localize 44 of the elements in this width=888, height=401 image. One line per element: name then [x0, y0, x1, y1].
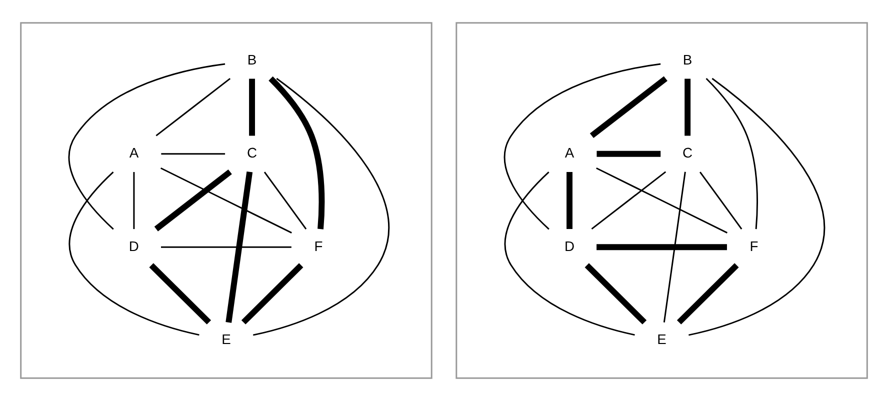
connector: [154, 169, 232, 232]
connector: [268, 76, 325, 230]
connector: [149, 263, 212, 324]
cluster: [456, 22, 868, 379]
node-text: F: [750, 238, 758, 254]
connector: [663, 172, 686, 323]
connector: [688, 78, 825, 336]
cluster: [20, 22, 432, 379]
connector: [684, 78, 691, 136]
connector: [596, 167, 728, 234]
node-text: D: [564, 238, 575, 254]
connector: [161, 246, 292, 248]
node-text: E: [657, 331, 666, 348]
connector: [596, 244, 727, 250]
connector: [156, 78, 231, 136]
connector: [590, 76, 668, 138]
connector: [68, 172, 200, 336]
connector: [566, 172, 572, 230]
connector: [676, 263, 739, 324]
node-text: F: [314, 238, 323, 254]
node-text: B: [682, 51, 692, 68]
connector: [699, 172, 742, 230]
node-text: C: [247, 144, 258, 161]
node-text: E: [222, 331, 231, 348]
node-text: A: [129, 144, 139, 161]
connector: [584, 263, 647, 324]
node-text: B: [247, 51, 257, 68]
connector: [249, 78, 255, 136]
connector: [596, 150, 661, 157]
connector: [226, 171, 253, 323]
connector: [591, 171, 666, 230]
connector: [504, 63, 661, 230]
connector: [133, 172, 135, 230]
connector: [264, 172, 307, 230]
connector: [68, 63, 226, 230]
connector: [160, 167, 292, 234]
connector: [241, 263, 304, 324]
node-text: D: [128, 238, 139, 254]
connector: [706, 78, 758, 230]
connector: [504, 172, 635, 336]
connector: [252, 78, 390, 336]
node-text: A: [564, 144, 574, 161]
connector: [161, 153, 226, 155]
node-text: C: [682, 144, 693, 161]
